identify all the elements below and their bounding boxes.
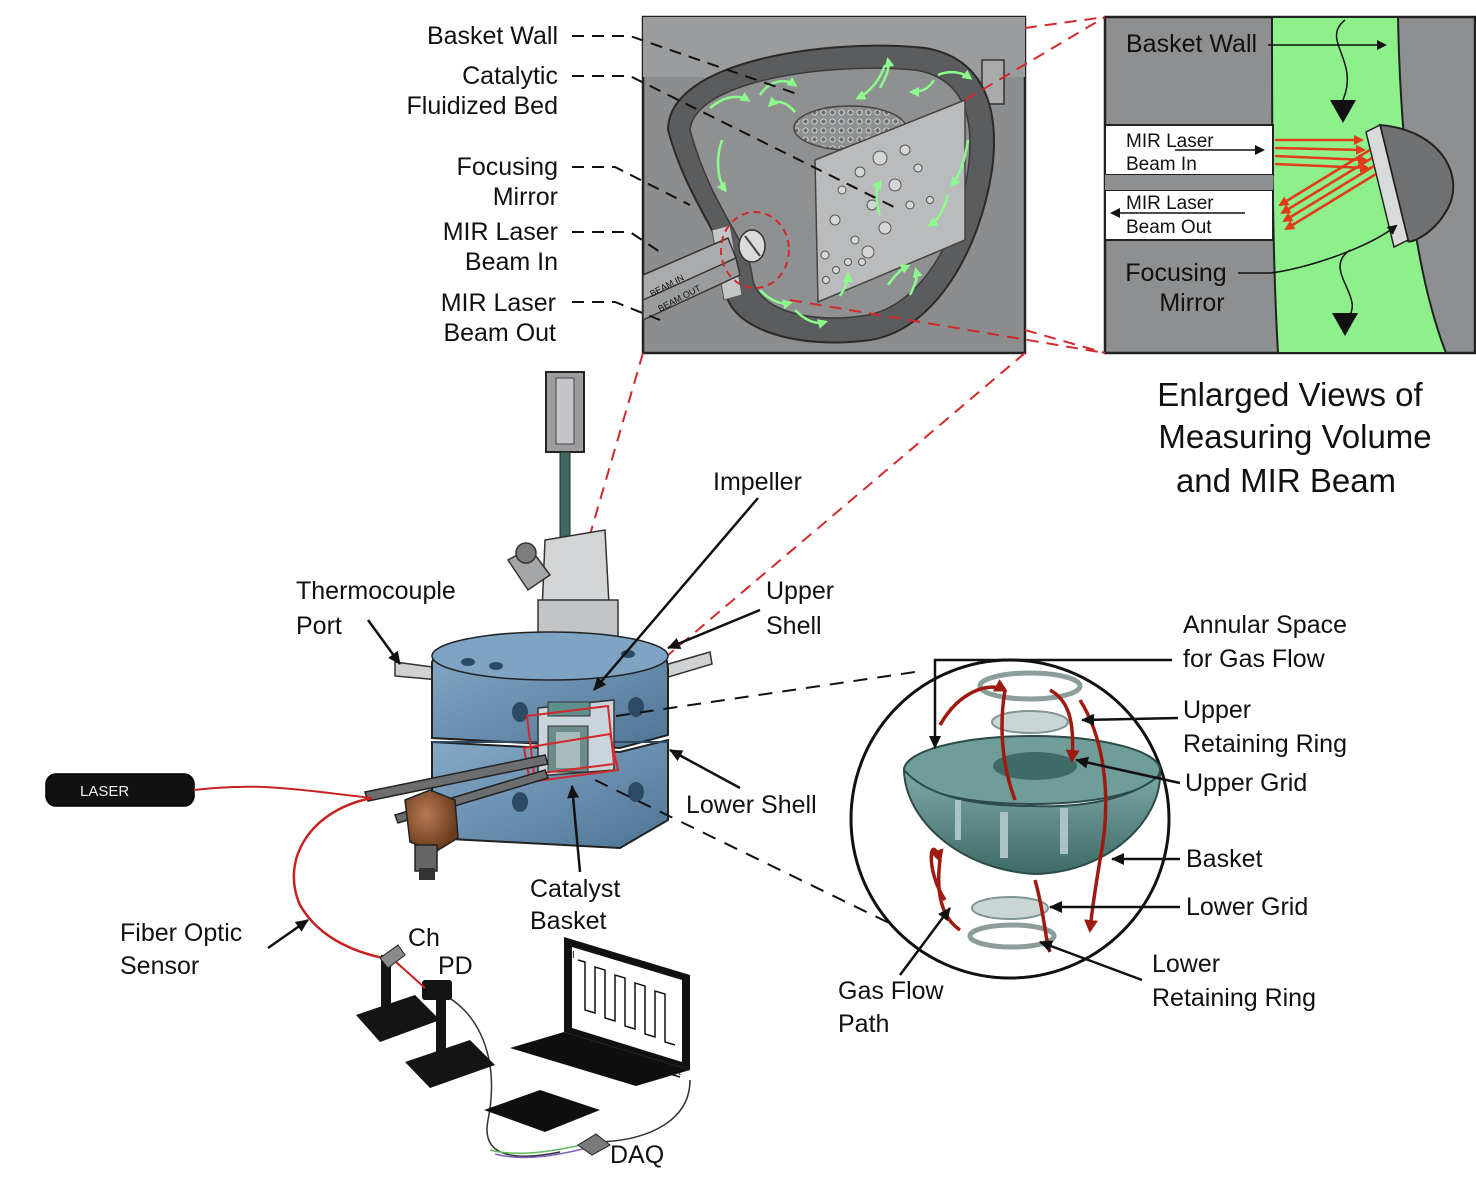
- laser-source: LASER: [45, 773, 195, 807]
- label-lower: Lower: [1152, 950, 1220, 978]
- label-upper: Upper: [1183, 696, 1251, 724]
- label-lower-grid: Lower Grid: [1186, 893, 1308, 921]
- label-beam-in: Beam In: [465, 248, 558, 276]
- label-mir-laser-in: MIR Laser: [443, 218, 558, 246]
- laser-label: LASER: [80, 783, 129, 800]
- label-basket: Basket: [530, 907, 606, 935]
- label-ch: Ch: [408, 924, 440, 952]
- label-thermocouple: Thermocouple: [296, 577, 456, 605]
- label-gas-flow: Gas Flow: [838, 977, 945, 1005]
- label-upper-grid: Upper Grid: [1185, 769, 1307, 797]
- main-labels: Impeller Thermocouple Port Upper Shell L…: [120, 468, 834, 1169]
- label-retaining-ring-lower: Retaining Ring: [1152, 984, 1316, 1012]
- right-label-mir-laser-in: MIR Laser: [1126, 131, 1214, 152]
- label-basket-wall: Basket Wall: [427, 22, 558, 50]
- caption: Enlarged Views of Measuring Volume and M…: [1157, 376, 1431, 499]
- right-label-beam-out: Beam Out: [1126, 217, 1212, 238]
- label-impeller: Impeller: [713, 468, 802, 496]
- label-catalyst: Catalyst: [530, 875, 620, 903]
- basket-detail-circle: [849, 658, 1171, 980]
- label-fluidized-bed: Fluidized Bed: [407, 92, 558, 120]
- label-port: Port: [296, 612, 342, 640]
- caption-line-3: and MIR Beam: [1176, 462, 1396, 499]
- label-path: Path: [838, 1010, 889, 1038]
- label-upper: Upper: [766, 577, 834, 605]
- label-sensor: Sensor: [120, 952, 199, 980]
- bubbles: [820, 144, 934, 284]
- laptop-axis-y: I: [572, 950, 575, 961]
- label-mir-laser-out: MIR Laser: [441, 289, 556, 317]
- circle-connectors: [594, 671, 921, 939]
- label-catalytic: Catalytic: [462, 62, 558, 90]
- right-label-mirror: Mirror: [1159, 289, 1224, 317]
- label-basket: Basket: [1186, 845, 1262, 873]
- laptop-display: I t: [484, 937, 690, 1156]
- label-focusing: Focusing: [457, 153, 558, 181]
- label-daq: DAQ: [610, 1141, 664, 1169]
- label-fiber-optic: Fiber Optic: [120, 919, 242, 947]
- label-lower-shell: Lower Shell: [686, 791, 817, 819]
- label-shell: Shell: [766, 612, 822, 640]
- label-annular-space: Annular Space: [1183, 611, 1347, 639]
- inset-left-labels: Basket Wall Catalytic Fluidized Bed Focu…: [407, 22, 901, 347]
- right-label-beam-in: Beam In: [1126, 154, 1197, 175]
- label-retaining-ring-upper: Retaining Ring: [1183, 730, 1347, 758]
- optics-bench: [356, 944, 495, 1088]
- gas-flow-arrows: [709, 57, 973, 329]
- right-label-basket-wall: Basket Wall: [1126, 30, 1257, 58]
- label-for-gas-flow: for Gas Flow: [1183, 645, 1326, 673]
- label-mirror: Mirror: [493, 183, 558, 211]
- inset-measuring-volume: BEAM IN BEAM OUT: [641, 15, 1027, 355]
- reactor-assembly: [364, 371, 713, 880]
- right-label-focusing: Focusing: [1125, 259, 1226, 287]
- caption-line-2: Measuring Volume: [1158, 418, 1431, 455]
- caption-line-1: Enlarged Views of: [1157, 376, 1423, 413]
- circle-labels: Annular Space for Gas Flow Upper Retaini…: [838, 611, 1347, 1038]
- right-label-mir-laser-out: MIR Laser: [1126, 193, 1214, 214]
- label-beam-out: Beam Out: [443, 319, 556, 347]
- label-pd: PD: [438, 952, 473, 980]
- inset-enlarged-beam: Basket Wall MIR Laser Beam In MIR Laser …: [1103, 15, 1476, 355]
